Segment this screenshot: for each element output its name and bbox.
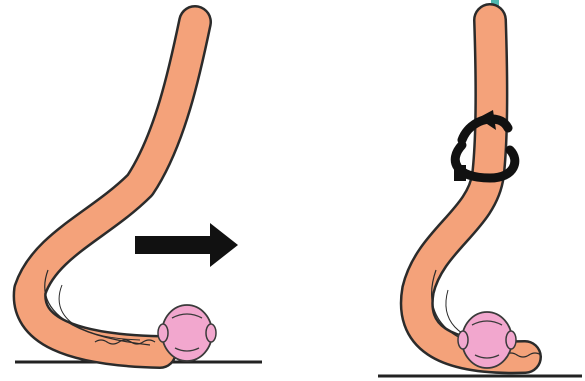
panel-left [15,22,262,362]
arrow-right-icon [135,223,238,267]
panel-right [378,20,582,376]
